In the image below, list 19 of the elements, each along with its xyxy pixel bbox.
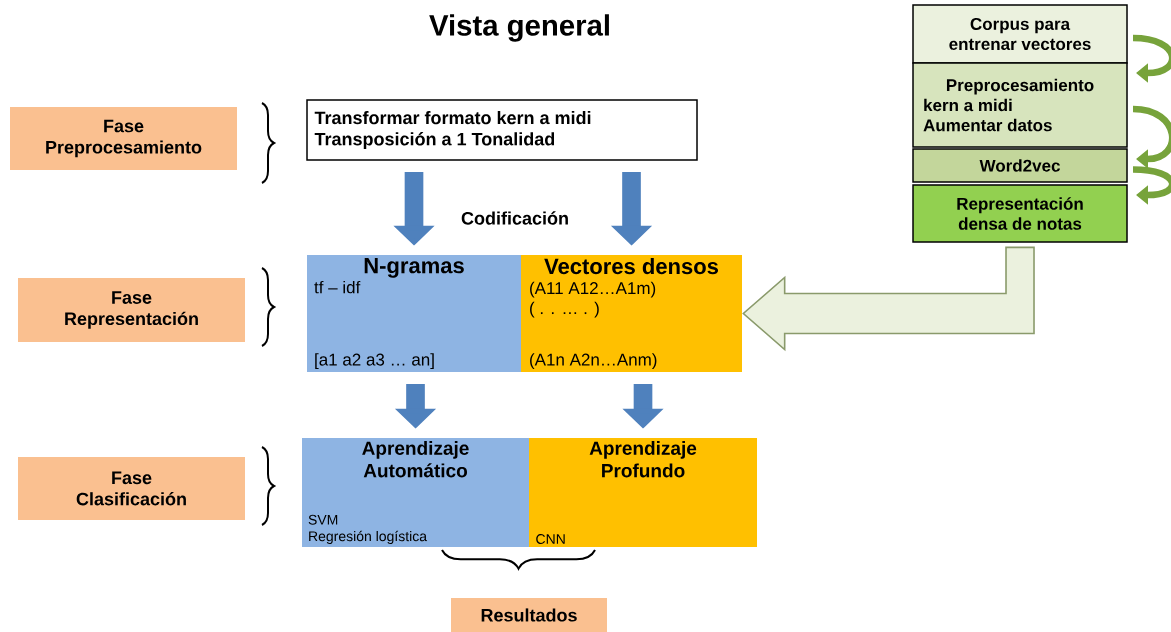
stage-box: Fase Preprocesamiento [10,107,237,170]
process-box: Aprendizaje Profundo CNN [529,438,757,547]
stage-box: Fase Clasificación [18,457,245,520]
label: Codificación [461,211,568,225]
curved-arrow [1132,166,1171,205]
curved-arrow [1132,34,1171,83]
step-box: Corpus para entrenar vectores [912,4,1128,64]
process-box: Transformar formato kern a midi Transposición a 1 Tonalidad [306,99,698,161]
step-box: Preprocesamiento kern a midi Aumentar datos [912,62,1128,148]
title: Vista general [429,14,609,42]
step-box: Word2vec [912,148,1128,183]
hollow-arrow [742,246,1035,352]
curved-arrow [1132,105,1171,169]
process-box: N-gramas tf – idf [a1 a2 a3 … an] [307,255,521,372]
process-box: Aprendizaje Automático SVM Regresión logística [302,438,529,547]
process-box: Resultados [451,598,607,632]
process-box: Vectores densos (A11 A12…A1m) ( . . … . ) (A1n A2n…Anm) [521,255,742,372]
stage-box: Fase Representación [18,278,245,342]
step-box: Representación densa de notas [912,184,1128,243]
